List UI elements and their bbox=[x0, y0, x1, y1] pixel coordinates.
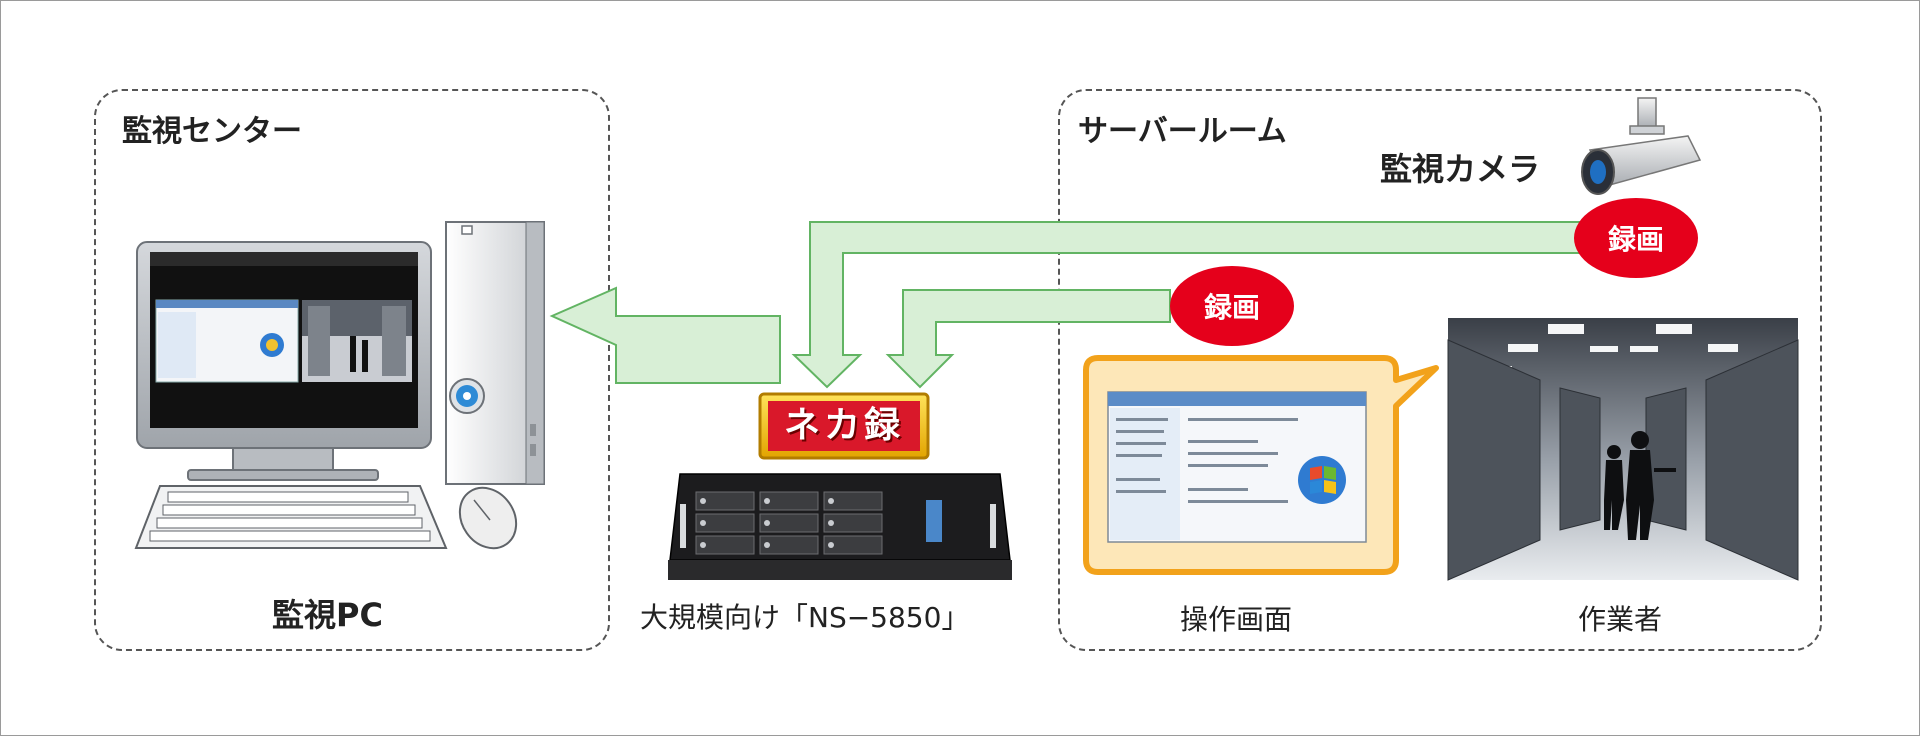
arrow-from-camera bbox=[791, 221, 1591, 389]
recorder-logo-badge bbox=[758, 392, 930, 460]
record-badge-camera-shape bbox=[1574, 198, 1698, 278]
worker-photo bbox=[1447, 318, 1799, 581]
monitoring-center-title: 監視センター bbox=[122, 114, 302, 149]
arrow-to-monitoring-pc bbox=[549, 286, 781, 384]
camera-label: 監視カメラ bbox=[1380, 150, 1541, 188]
recorder-unit-illustration bbox=[668, 473, 1012, 580]
recorder-logo-text: ネカ録 bbox=[783, 405, 904, 446]
arrow-from-screen bbox=[885, 289, 1171, 389]
record-badge-screen: 録画 bbox=[1203, 291, 1260, 324]
recorder-caption: 大規模向け「NS−5850」 bbox=[640, 601, 970, 634]
surveillance-camera-illustration bbox=[1581, 97, 1702, 195]
operation-screen-callout bbox=[1083, 355, 1439, 575]
monitoring-pc-caption: 監視PC bbox=[272, 596, 383, 634]
record-badge-camera: 録画 bbox=[1607, 223, 1664, 256]
worker-caption: 作業者 bbox=[1578, 603, 1663, 636]
server-room-title: サーバールーム bbox=[1078, 114, 1287, 149]
monitoring-pc-illustration bbox=[134, 221, 545, 550]
server-room-zone bbox=[1058, 89, 1822, 651]
operation-screen-caption: 操作画面 bbox=[1180, 603, 1293, 636]
record-badge-screen-shape bbox=[1170, 266, 1294, 346]
monitoring-center-zone bbox=[94, 89, 610, 651]
